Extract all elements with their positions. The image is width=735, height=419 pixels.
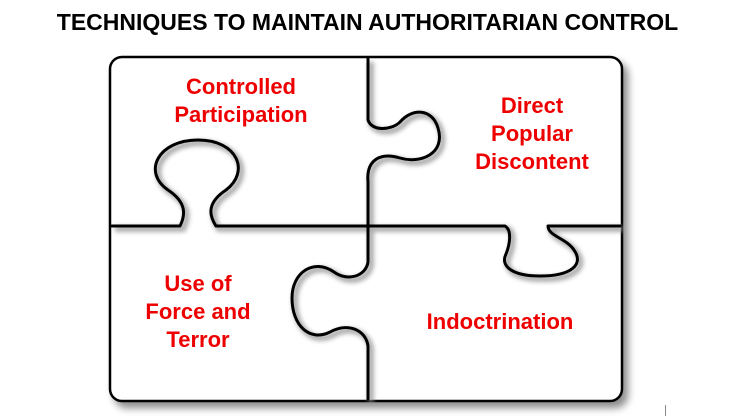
slide-edge-mark (665, 405, 666, 416)
piece-label-line: Participation (174, 102, 307, 127)
piece-label-indoctrination: Indoctrination (427, 309, 574, 334)
horizontal-seam (110, 138, 622, 278)
piece-label-line: Indoctrination (427, 309, 574, 334)
piece-label-line: Popular (491, 121, 573, 146)
piece-label-line: Force and (145, 299, 250, 324)
piece-label-line: Direct (501, 93, 564, 118)
puzzle-seams (110, 57, 622, 401)
piece-label-line: Discontent (475, 149, 589, 174)
vertical-seam (290, 57, 441, 401)
piece-label-line: Terror (166, 327, 230, 352)
piece-label-line: Use of (164, 271, 232, 296)
page-title: TECHNIQUES TO MAINTAIN AUTHORITARIAN CON… (56, 9, 679, 35)
piece-label-line: Controlled (186, 74, 296, 99)
